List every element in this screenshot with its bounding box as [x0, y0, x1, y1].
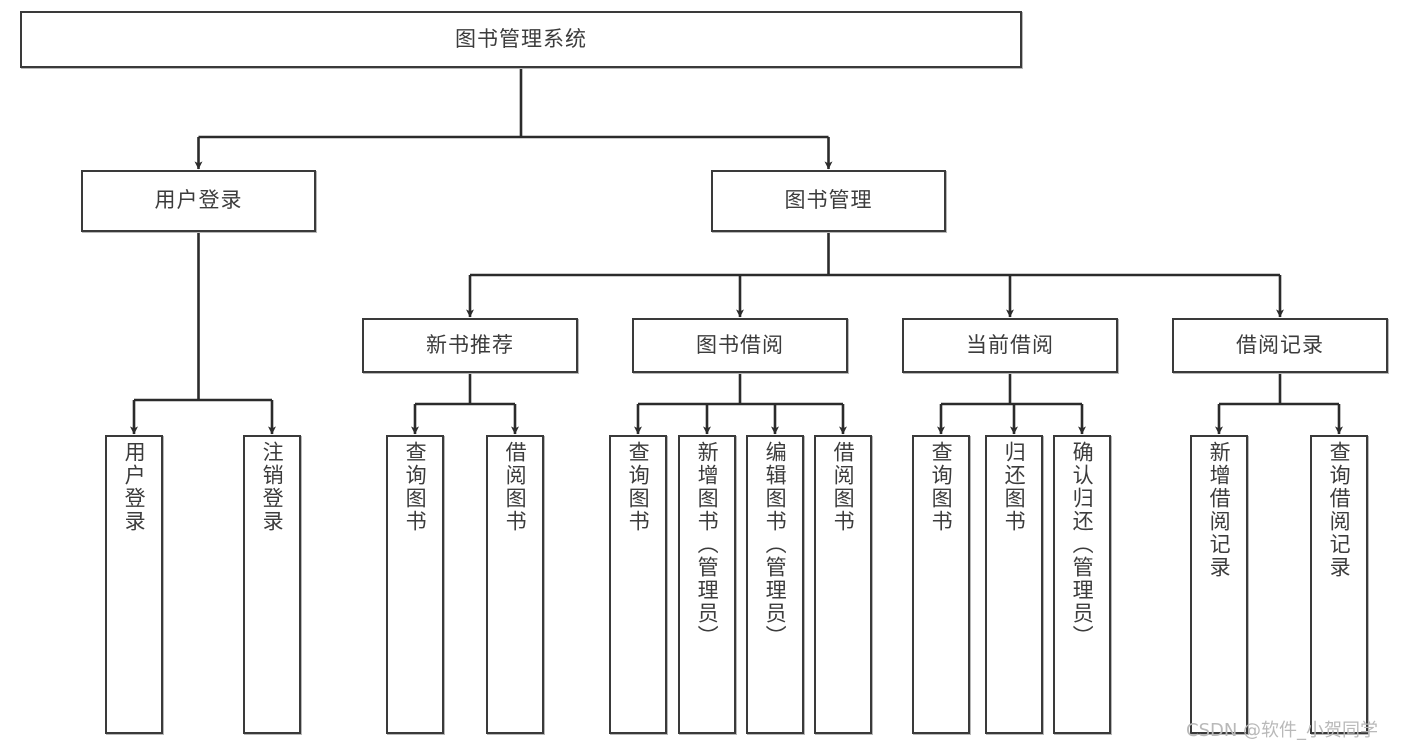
node-label: 用户登录: [122, 441, 147, 533]
edge-paths: [130, 68, 1343, 435]
node-label: 查询图书: [403, 441, 428, 533]
node-leaf-logout[interactable]: 注销登录: [243, 435, 301, 734]
node-leaf-bl-query[interactable]: 查询图书: [609, 435, 667, 734]
node-label: 用户登录: [154, 188, 243, 213]
node-record[interactable]: 借阅记录: [1172, 318, 1388, 373]
node-label: 注销登录: [260, 441, 285, 533]
node-label: 借阅记录: [1236, 332, 1324, 357]
node-leaf-bl-edit[interactable]: 编辑图书（管理员）: [746, 435, 804, 734]
node-label: 查询图书: [929, 441, 954, 533]
node-label: 新书推荐: [426, 332, 514, 357]
node-leaf-nb-query[interactable]: 查询图书: [386, 435, 444, 734]
node-leaf-rc-query[interactable]: 查询借阅记录: [1310, 435, 1368, 734]
node-label: 编辑图书（管理员）: [763, 441, 788, 648]
node-label: 借阅图书: [503, 441, 528, 533]
node-root[interactable]: 图书管理系统: [20, 11, 1022, 68]
node-bookmgmt[interactable]: 图书管理: [711, 170, 946, 232]
node-borrow[interactable]: 图书借阅: [632, 318, 848, 373]
node-label: 当前借阅: [966, 332, 1054, 357]
watermark-text: CSDN @软件_小贺同学: [1186, 720, 1379, 741]
node-leaf-login[interactable]: 用户登录: [105, 435, 163, 734]
node-leaf-cb-confirm[interactable]: 确认归还（管理员）: [1053, 435, 1111, 734]
node-leaf-bl-add[interactable]: 新增图书（管理员）: [678, 435, 736, 734]
node-current[interactable]: 当前借阅: [902, 318, 1118, 373]
node-label: 查询图书: [626, 441, 651, 533]
node-label: 归还图书: [1002, 441, 1027, 533]
node-label: 新增借阅记录: [1207, 441, 1232, 579]
node-leaf-rc-add[interactable]: 新增借阅记录: [1190, 435, 1248, 734]
node-label: 图书借阅: [696, 332, 784, 357]
node-label: 查询借阅记录: [1327, 441, 1352, 579]
node-leaf-nb-borrow[interactable]: 借阅图书: [486, 435, 544, 734]
node-label: 图书管理: [784, 188, 873, 213]
node-label: 借阅图书: [831, 441, 856, 533]
node-leaf-bl-borrow[interactable]: 借阅图书: [814, 435, 872, 734]
node-login[interactable]: 用户登录: [81, 170, 316, 232]
node-leaf-cb-return[interactable]: 归还图书: [985, 435, 1043, 734]
node-label: 图书管理系统: [455, 26, 587, 51]
node-label: 新增图书（管理员）: [695, 441, 720, 648]
node-label: 确认归还（管理员）: [1070, 441, 1095, 648]
node-leaf-cb-query[interactable]: 查询图书: [912, 435, 970, 734]
node-newbook[interactable]: 新书推荐: [362, 318, 578, 373]
